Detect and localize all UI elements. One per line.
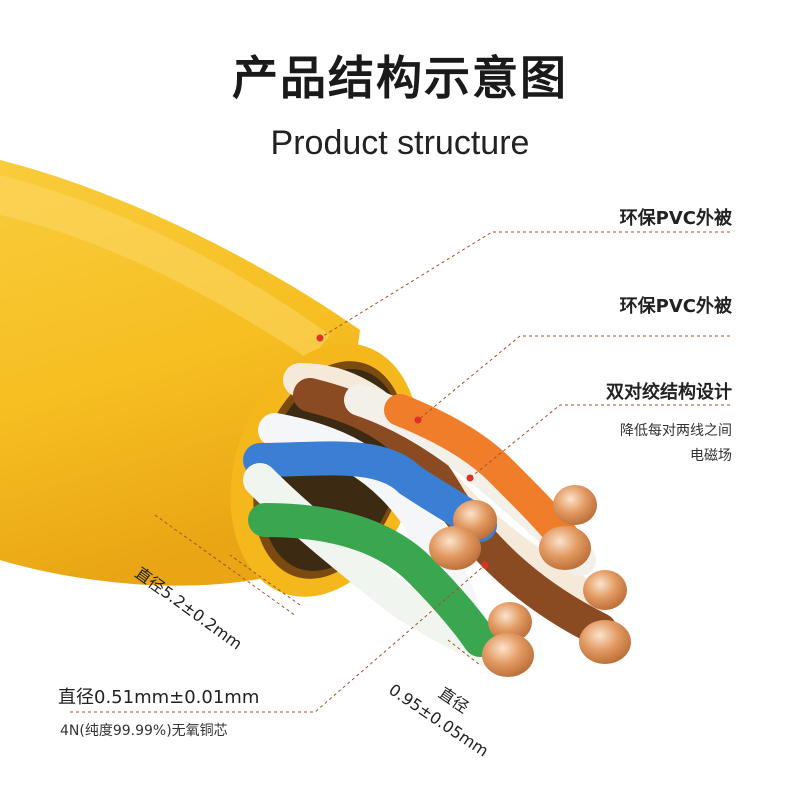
label-twist-desc-1: 降低每对两线之间 bbox=[620, 423, 732, 439]
copper-conductors bbox=[429, 485, 631, 677]
label-jacket-2: 环保PVC外被 bbox=[619, 296, 732, 317]
label-conductor-material: 4N(纯度99.99%)无氧铜芯 bbox=[60, 723, 228, 739]
cable-jacket-highlight bbox=[0, 175, 330, 360]
page-subtitle: Product structure bbox=[270, 124, 530, 162]
label-twist: 双对绞结构设计 bbox=[606, 382, 732, 403]
label-jacket-1: 环保PVC外被 bbox=[619, 208, 732, 229]
label-twist-desc-2: 电磁场 bbox=[690, 448, 732, 464]
markers bbox=[316, 334, 489, 569]
label-conductor-diameter: 直径0.51mm±0.01mm bbox=[58, 687, 260, 708]
pair-orange bbox=[384, 394, 586, 561]
pair-green bbox=[248, 503, 497, 657]
page-title: 产品结构示意图 bbox=[232, 51, 568, 105]
leader-lines bbox=[70, 231, 730, 713]
